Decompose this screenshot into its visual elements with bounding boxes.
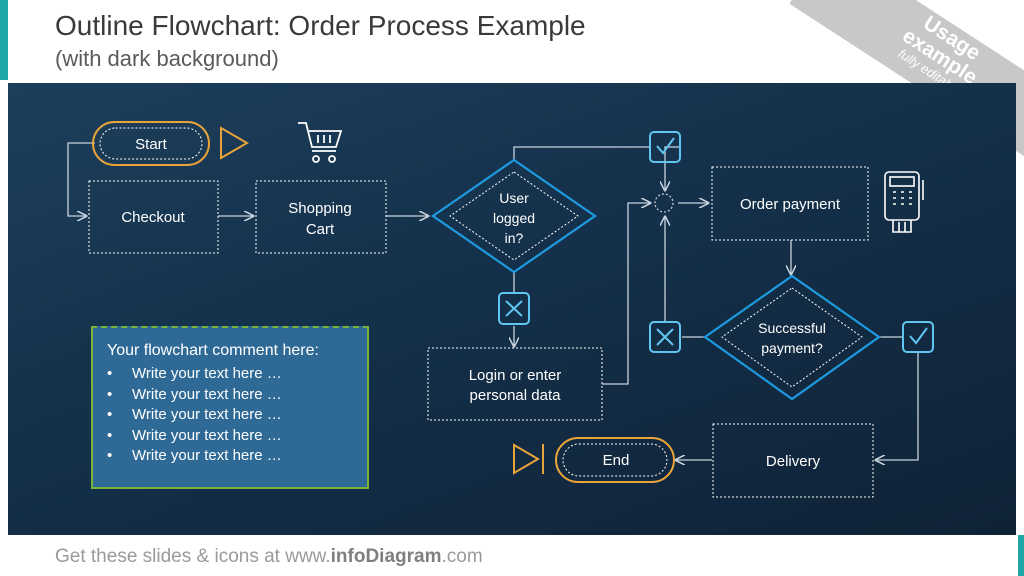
footer-prefix: Get these slides & icons at www. [55,546,331,567]
footer-brand: infoDiagram [330,546,442,567]
decision-payment-label-2: payment? [761,340,823,356]
comment-title: Your flowchart comment here: [107,342,319,359]
order-payment-label: Order payment [740,196,841,213]
end-label: End [603,452,630,469]
delivery-step[interactable]: Delivery [712,423,874,498]
footer: Get these slides & icons at www.infoDiag… [55,546,483,568]
check-icon [649,131,681,163]
payment-terminal-icon [884,171,924,233]
decision-logged-label-2: logged [493,210,535,226]
connector-yes-merge [665,146,681,190]
checkout-step[interactable]: Checkout [88,180,219,254]
comment-item: Write your text here … [107,405,282,426]
merge-node [654,193,674,213]
comment-item: Write your text here … [107,364,282,385]
comment-item: Write your text here … [107,426,282,447]
check-icon [902,321,934,353]
login-step[interactable]: Login or enter personal data [427,347,603,421]
comment-item: Write your text here … [107,385,282,406]
accent-bar [0,0,8,80]
decision-payment-label-1: Successful [758,320,826,336]
connector-decision-yes [513,146,649,160]
order-payment-step[interactable]: Order payment [711,166,869,241]
delivery-label: Delivery [766,453,821,470]
end-terminal[interactable]: End [555,437,675,483]
shopping-cart-label-1: Shopping [288,200,351,217]
comment-box[interactable]: Your flowchart comment here: Write your … [91,326,369,489]
play-icon [220,126,250,160]
page-subtitle: (with dark background) [55,46,279,71]
cross-icon [498,292,530,325]
login-label-1: Login or enter [469,367,562,384]
comment-list: Write your text here … Write your text h… [107,364,282,467]
end-icon [513,443,544,475]
decision-logged-label-1: User [499,190,529,206]
decision-logged-label-3: in? [505,230,524,246]
connector-yes-delivery [876,353,919,460]
cross-icon [649,321,681,353]
checkout-label: Checkout [121,209,185,226]
connector-login-merge [602,203,650,385]
start-label: Start [135,136,168,153]
shopping-cart-label-2: Cart [306,221,335,238]
footer-suffix: .com [441,546,483,567]
decision-user-logged-in[interactable]: User logged in? [431,158,597,274]
shopping-cart-step[interactable]: Shopping Cart [255,180,387,254]
start-terminal[interactable]: Start [92,121,210,166]
shopping-cart-icon [298,122,343,163]
login-label-2: personal data [470,387,562,404]
decision-successful-payment[interactable]: Successful payment? [703,274,881,401]
accent-strip [1018,535,1024,576]
comment-item: Write your text here … [107,446,282,467]
page-title: Outline Flowchart: Order Process Example [55,10,586,41]
connector-start-checkout [67,142,95,216]
